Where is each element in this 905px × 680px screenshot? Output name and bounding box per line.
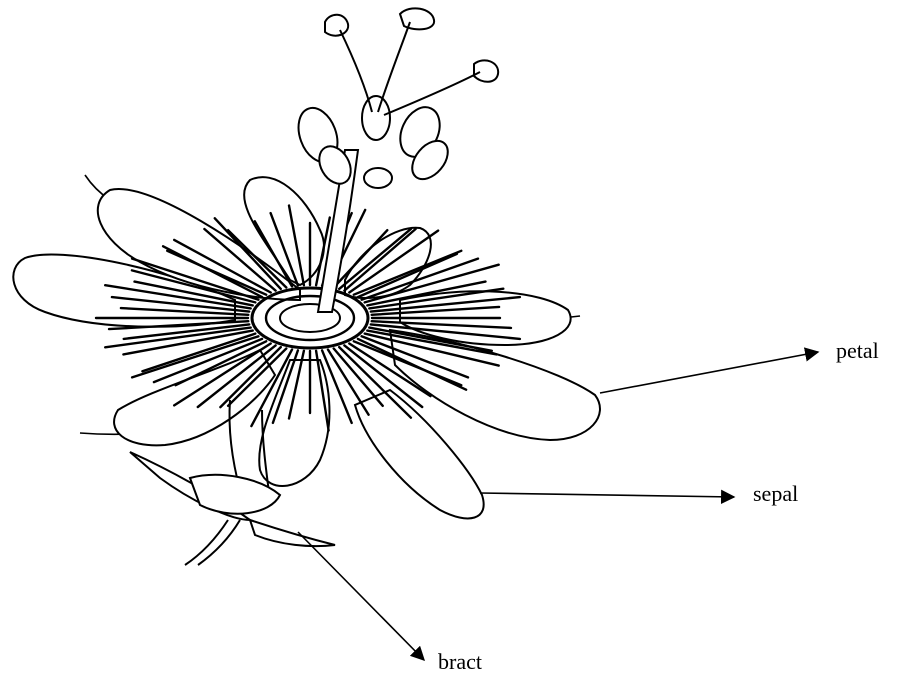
label-petal: petal (836, 340, 879, 362)
label-bract: bract (438, 651, 482, 673)
label-sepal: sepal (753, 483, 798, 505)
stigmas (325, 8, 498, 115)
anthers (292, 96, 455, 189)
petal-leader (600, 352, 818, 393)
bract-leader (298, 532, 424, 660)
sepal-leader (480, 493, 734, 497)
corona-ring (252, 288, 368, 348)
bract-right (250, 520, 335, 546)
